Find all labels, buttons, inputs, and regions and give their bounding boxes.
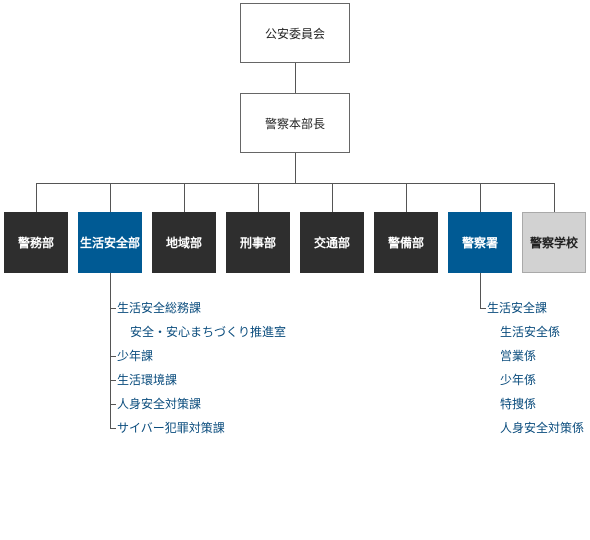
department-bus-line [36,183,554,184]
dept-keisatsusho[interactable]: 警察署 [448,212,512,273]
commission-label: 公安委員会 [264,26,325,41]
keisatsusho-subtree-line [480,273,481,308]
branch-tick [110,380,116,381]
drop-line [184,183,185,212]
subunit-link[interactable]: 生活環境課 [117,373,178,387]
unit-link[interactable]: 少年係 [500,373,537,387]
drop-line [406,183,407,212]
chief-label: 警察本部長 [264,116,325,131]
dept-label: 地域部 [165,236,202,250]
commission-box: 公安委員会 [240,3,350,63]
subunit-link[interactable]: 安全・安心まちづくり推進室 [130,325,287,339]
connector-chief-bus [295,153,296,183]
branch-tick [110,404,116,405]
unit-link[interactable]: 生活安全係 [500,325,561,339]
drop-line [258,183,259,212]
drop-line [110,183,111,212]
dept-label: 警備部 [387,236,424,250]
unit-link[interactable]: 特捜係 [500,397,537,411]
branch-tick [480,308,486,309]
subunit-link[interactable]: サイバー犯罪対策課 [117,421,225,435]
dept-chiiki[interactable]: 地域部 [152,212,216,273]
dept-label: 警務部 [17,236,54,250]
section-link[interactable]: 生活安全課 [487,301,548,315]
drop-line [480,183,481,212]
drop-line [36,183,37,212]
branch-tick [110,428,116,429]
dept-keisatsu-gakko[interactable]: 警察学校 [522,212,586,273]
unit-link[interactable]: 人身安全対策係 [500,421,585,435]
dept-label: 交通部 [313,236,350,250]
dept-keiji[interactable]: 刑事部 [226,212,290,273]
dept-keimu[interactable]: 警務部 [4,212,68,273]
subunit-link[interactable]: 少年課 [117,349,154,363]
dept-label: 警察署 [461,236,498,250]
drop-line [332,183,333,212]
dept-seikatsu-anzen[interactable]: 生活安全部 [78,212,142,273]
dept-label: 警察学校 [529,236,578,250]
dept-kotsu[interactable]: 交通部 [300,212,364,273]
drop-line [554,183,555,212]
dept-label: 刑事部 [239,236,276,250]
chief-box: 警察本部長 [240,93,350,153]
dept-keibi[interactable]: 警備部 [374,212,438,273]
unit-link[interactable]: 営業係 [500,349,537,363]
seikatsu-subtree-line [110,273,111,428]
subunit-link[interactable]: 人身安全対策課 [117,397,202,411]
dept-label: 生活安全部 [79,236,140,250]
branch-tick [110,308,116,309]
connector-commission-chief [295,63,296,93]
branch-tick [110,356,116,357]
subunit-link[interactable]: 生活安全総務課 [117,301,202,315]
